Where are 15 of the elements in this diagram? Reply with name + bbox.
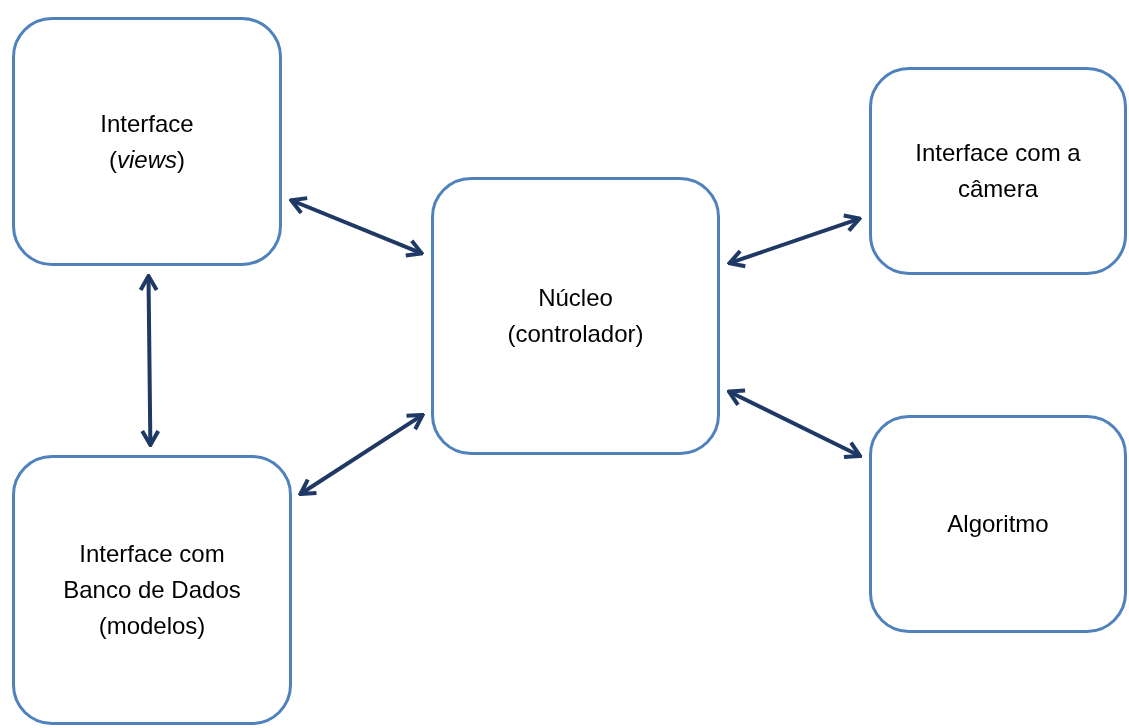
double-arrow [727, 213, 862, 269]
double-arrow [298, 412, 425, 496]
double-arrow [726, 388, 863, 460]
double-arrow [289, 196, 424, 258]
rounded-box [869, 415, 1127, 633]
rounded-box [12, 17, 282, 266]
rounded-box [12, 455, 292, 725]
box-label: Interface com Banco de Dados (modelos) [62, 539, 242, 641]
double-arrow [138, 274, 161, 447]
rounded-box [431, 177, 720, 455]
box-label: Interface com a câmera [914, 138, 1082, 204]
rounded-box [869, 67, 1127, 275]
box-label: Algoritmo [947, 509, 1049, 539]
box-label: Núcleo (controlador) [506, 283, 645, 349]
box-label: Interface (views) [99, 108, 195, 175]
